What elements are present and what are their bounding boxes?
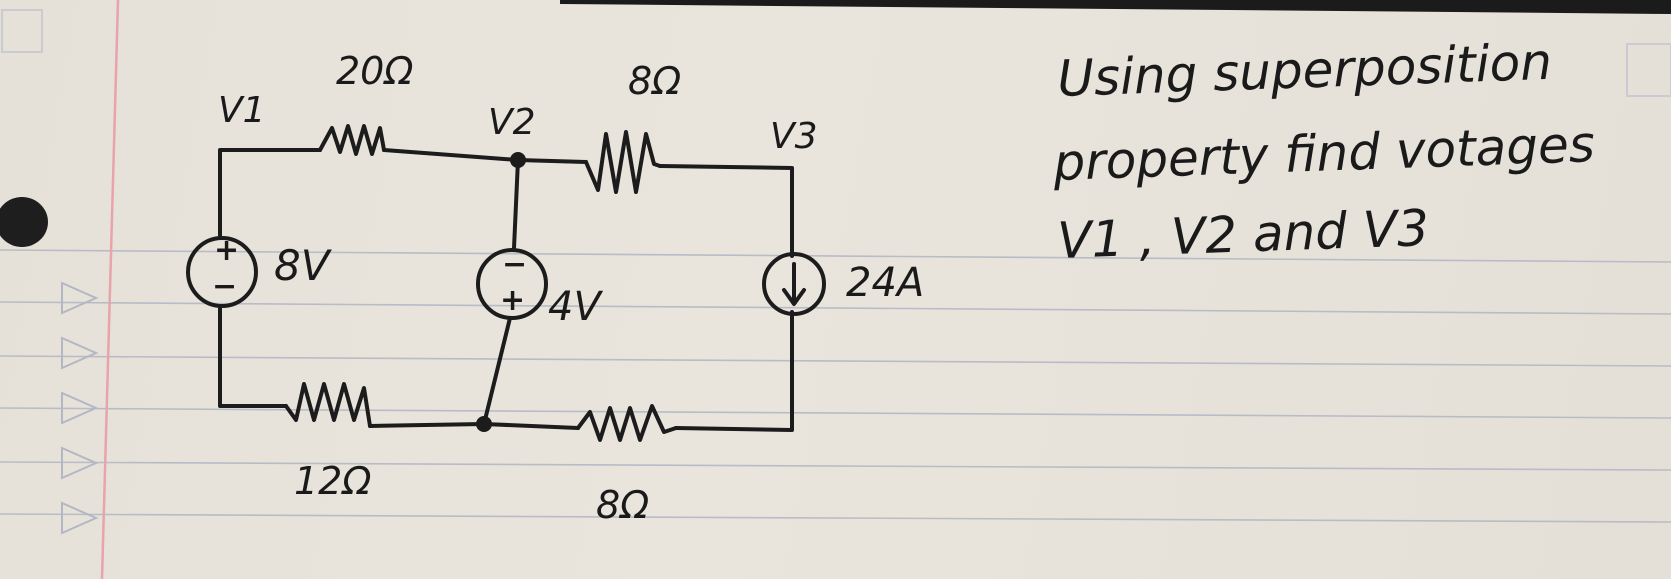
question-text: Using superposition property find votage…: [1051, 33, 1595, 270]
wire-bottom-mid: [482, 422, 580, 430]
label-r-20ohm: 20Ω: [336, 49, 413, 93]
margin-line: [100, 0, 120, 579]
junction-v2: [510, 152, 526, 168]
label-r-8ohm-bottom: 8Ω: [596, 483, 649, 527]
label-r-12ohm: 12Ω: [294, 459, 371, 503]
wire-mid-vertical-bottom: [482, 316, 512, 426]
wire-mid-vertical-top: [512, 158, 520, 250]
polarity-plus-middle: +: [500, 283, 525, 318]
label-v3: V3: [770, 116, 818, 157]
label-r-8ohm-top: 8Ω: [628, 59, 681, 103]
label-v2: V2: [488, 102, 536, 143]
polarity-plus-left: +: [214, 233, 239, 268]
junction-bottom: [476, 416, 492, 432]
wire-right-top: [658, 164, 794, 258]
circuit: + − − + V1 V2 V3 20Ω 8Ω 12Ω 8Ω 8V 4V 24A: [186, 49, 924, 527]
wire-left-top: [218, 148, 322, 240]
question-line-3: V1 , V2 and V3: [1056, 199, 1429, 270]
label-source-24a: 24A: [846, 260, 924, 306]
polarity-minus-middle: −: [502, 247, 527, 282]
corner-stamp-right: [1626, 43, 1671, 97]
wire-right-bottom: [674, 310, 794, 432]
polarity-minus-left: −: [212, 269, 237, 304]
label-source-4v: 4V: [548, 284, 603, 330]
ruled-lines: [0, 249, 1671, 523]
wire-mid-to-r2: [516, 158, 588, 164]
wire-bottom-left: [368, 422, 486, 428]
voltage-source-8v: + −: [186, 233, 258, 308]
wire-left-bottom: [218, 304, 288, 408]
voltage-source-4v: − +: [476, 247, 548, 320]
label-v1: V1: [218, 90, 266, 131]
resistor-8ohm-top: [584, 130, 662, 194]
corner-stamp-left: [1, 9, 43, 53]
wire-top-mid: [382, 148, 520, 162]
current-source-24a: [762, 252, 826, 316]
label-source-8v: 8V: [274, 241, 333, 290]
question-line-2: property find votages: [1051, 115, 1595, 192]
punch-hole: [0, 197, 48, 247]
question-line-1: Using superposition: [1056, 33, 1552, 108]
margin-triangles: [61, 281, 99, 535]
current-arrow-down-icon: [782, 262, 806, 306]
resistor-12ohm: [284, 382, 372, 428]
resistor-20ohm: [318, 124, 386, 156]
dark-top-edge: [560, 0, 1671, 14]
resistor-8ohm-bottom: [576, 404, 678, 442]
